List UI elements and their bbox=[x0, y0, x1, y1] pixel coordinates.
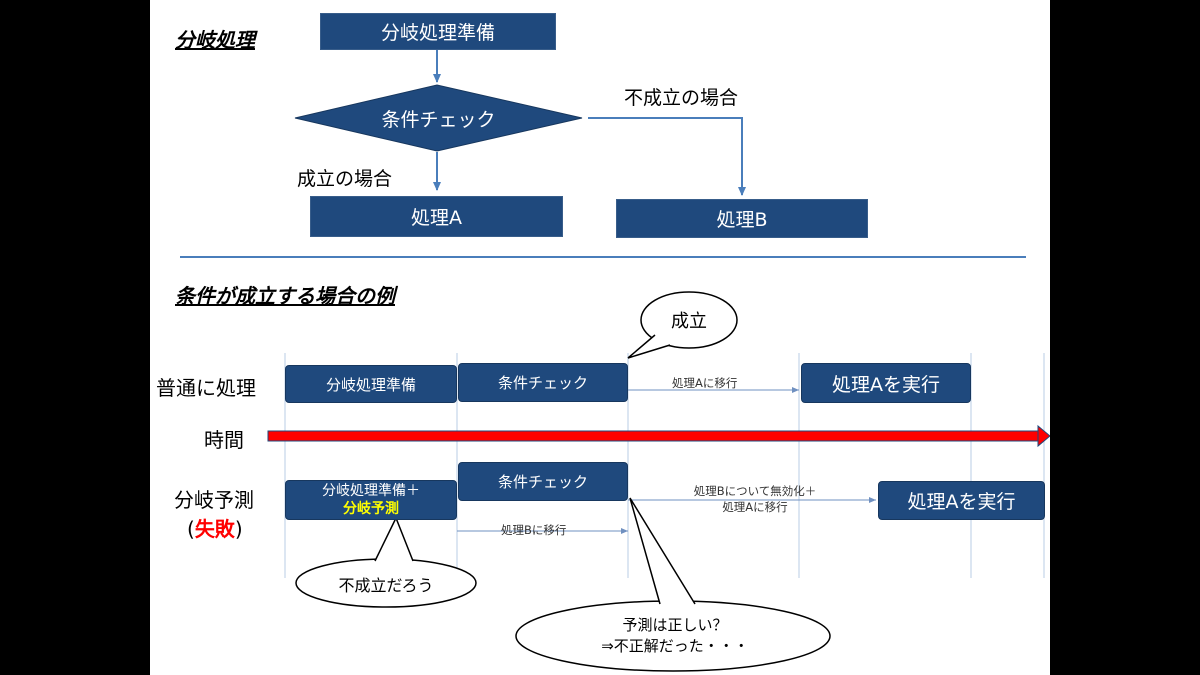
bubble-ok-label: 成立 bbox=[671, 311, 707, 332]
normal-exec-label: 処理Aを実行 bbox=[832, 373, 940, 396]
normal-prepare-label: 分岐処理準備 bbox=[325, 375, 416, 394]
bubble-guess-label: 不成立だろう bbox=[338, 576, 434, 595]
pred-prepare-box: 分岐処理準備＋ 分岐予測 bbox=[285, 480, 457, 520]
timeline-arrow bbox=[267, 424, 1050, 448]
row-label-predict-fail: (失敗) bbox=[187, 513, 243, 542]
normal-prepare-box: 分岐処理準備 bbox=[285, 365, 457, 403]
proc-b-box: 処理B bbox=[616, 199, 868, 238]
row-label-predict: 分岐予測 bbox=[174, 488, 254, 512]
normal-move-label: 処理Aに移行 bbox=[672, 376, 738, 390]
row-label-time: 時間 bbox=[204, 428, 244, 452]
flow-prepare-label: 分岐処理準備 bbox=[380, 22, 495, 44]
proc-a-label: 処理A bbox=[411, 207, 462, 229]
fail-text: 失敗 bbox=[194, 517, 235, 541]
bubble-question-line-1: 予測は正しい？ bbox=[622, 616, 728, 634]
pred-invalidate-line-1: 処理Bについて無効化＋ bbox=[693, 484, 817, 498]
pred-prepare-label-1: 分岐処理準備＋ bbox=[322, 483, 420, 499]
section-heading-branch: 分岐処理 bbox=[175, 28, 255, 52]
decision-label-wrap: 条件チェック bbox=[295, 100, 582, 136]
pred-invalidate-line-2: 処理Aに移行 bbox=[722, 500, 788, 514]
decision-label: 条件チェック bbox=[381, 108, 496, 131]
pred-move-b-label: 処理Bに移行 bbox=[501, 523, 567, 537]
normal-check-label: 条件チェック bbox=[497, 374, 588, 392]
proc-b-label: 処理B bbox=[716, 209, 768, 231]
bubble-question-line-2: ⇒不正解だった・・・ bbox=[601, 637, 749, 655]
normal-check-box: 条件チェック bbox=[458, 363, 628, 402]
paren-open: ( bbox=[187, 517, 195, 541]
flow-prepare-box: 分岐処理準備 bbox=[320, 13, 556, 50]
slide: 分岐処理 分岐処理準備 条件チェック 不成立の場合 成立の場合 処理A 処理B … bbox=[150, 0, 1050, 675]
diagram-lines bbox=[180, 50, 1050, 672]
decision-diamond bbox=[294, 84, 583, 152]
section-heading-example: 条件が成立する場合の例 bbox=[175, 284, 395, 308]
bubble-ok bbox=[627, 291, 738, 359]
pred-check-label: 条件チェック bbox=[497, 473, 588, 491]
arrow-check-to-proc-b bbox=[588, 117, 746, 196]
row-label-normal: 普通に処理 bbox=[156, 376, 256, 400]
pred-invalidate-label: 処理Bについて無効化＋ 処理Aに移行 bbox=[670, 483, 840, 515]
yes-case-label: 成立の場合 bbox=[297, 168, 393, 190]
pred-exec-box: 処理Aを実行 bbox=[878, 481, 1045, 520]
pred-check-box: 条件チェック bbox=[458, 462, 628, 501]
pred-exec-label: 処理Aを実行 bbox=[907, 491, 1016, 513]
proc-a-box: 処理A bbox=[310, 196, 563, 237]
pred-prepare-label-2: 分岐予測 bbox=[343, 501, 399, 517]
paren-close: ) bbox=[234, 517, 243, 541]
bubble-question bbox=[515, 497, 831, 672]
normal-exec-box: 処理Aを実行 bbox=[801, 363, 971, 403]
bubble-question-label: 予測は正しい？ ⇒不正解だった・・・ bbox=[530, 612, 820, 660]
no-case-label: 不成立の場合 bbox=[624, 87, 739, 109]
